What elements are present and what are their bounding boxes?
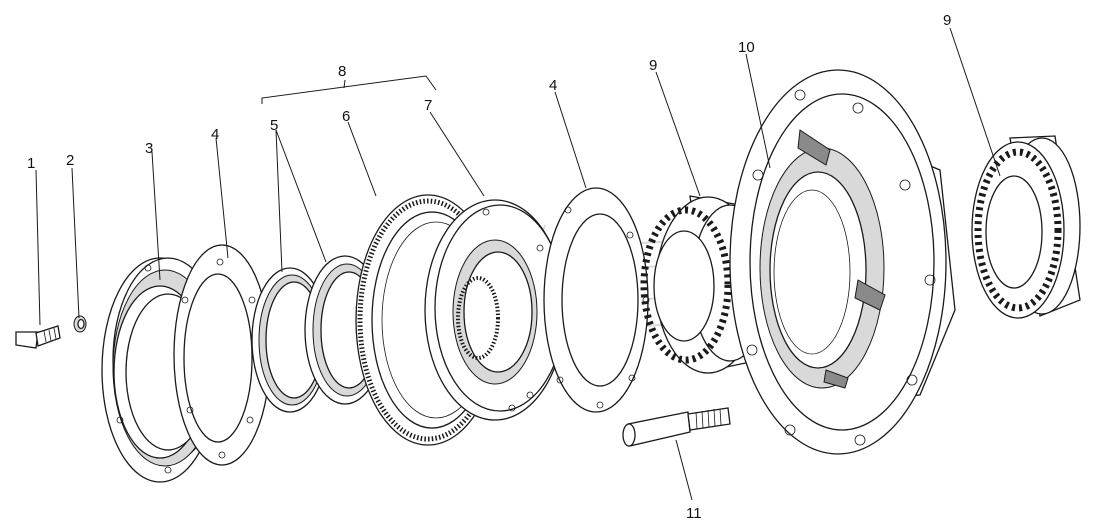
callout-labels: 1 2 3 4 5 6 7 8 4 9 10 9 11	[27, 12, 951, 522]
part-gasket-left	[173, 244, 271, 466]
callout-9-right: 9	[943, 12, 951, 29]
part-wheel-hub	[729, 69, 956, 455]
callout-6: 6	[342, 108, 350, 125]
part-flange	[424, 199, 566, 421]
part-gasket-right	[543, 187, 650, 413]
callout-3: 3	[145, 140, 153, 157]
callout-8: 8	[338, 63, 346, 80]
callout-5: 5	[270, 117, 278, 134]
leader-lines	[35, 27, 1001, 501]
callout-4-right: 4	[549, 77, 557, 94]
callout-1: 1	[27, 155, 35, 172]
part-wheel-stud	[622, 407, 731, 447]
callout-10: 10	[738, 39, 755, 56]
callout-4-left: 4	[211, 126, 219, 143]
callout-2: 2	[66, 152, 74, 169]
part-bearing-right	[971, 135, 1081, 319]
callout-7: 7	[424, 97, 432, 114]
part-washer	[73, 315, 87, 333]
callout-11: 11	[686, 505, 702, 522]
callout-9-center: 9	[649, 57, 657, 74]
part-bolt	[15, 325, 61, 349]
